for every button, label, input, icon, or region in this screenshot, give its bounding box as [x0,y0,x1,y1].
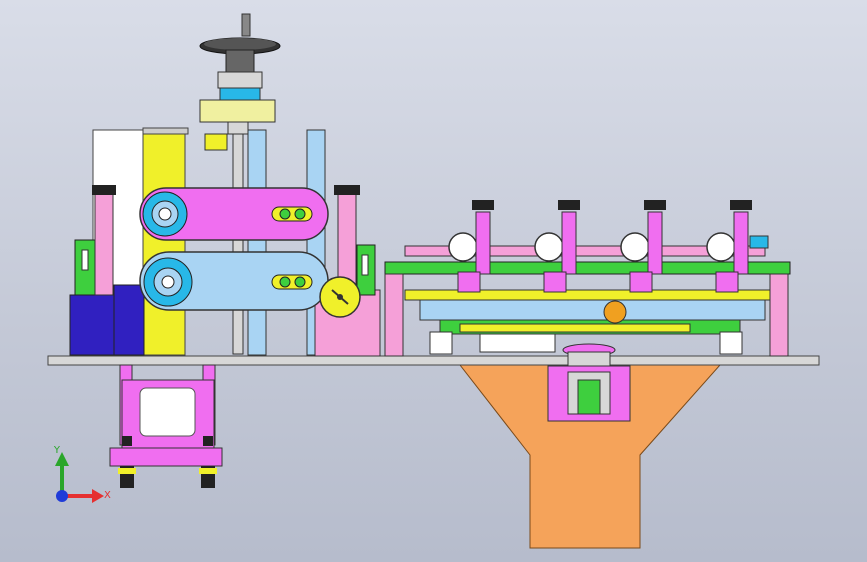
roller-station-3 [620,200,666,293]
lower-carriage [109,364,223,488]
handwheel-assembly [199,13,281,355]
roller-station-1 [448,200,494,293]
belt-drive-lower [139,251,329,311]
coordinate-triad: Y X [53,445,111,503]
gauge-dial [319,276,361,318]
y-axis-label: Y [53,445,61,456]
x-axis-label: X [104,490,111,501]
roller-station-2 [534,200,580,293]
roller-station-4 [706,200,752,293]
motor-housing [69,127,189,356]
base-plate [47,355,820,366]
right-frame [384,235,791,357]
center-spindle [547,343,631,422]
belt-drive-upper [139,187,329,241]
z-axis-dot [56,490,68,502]
